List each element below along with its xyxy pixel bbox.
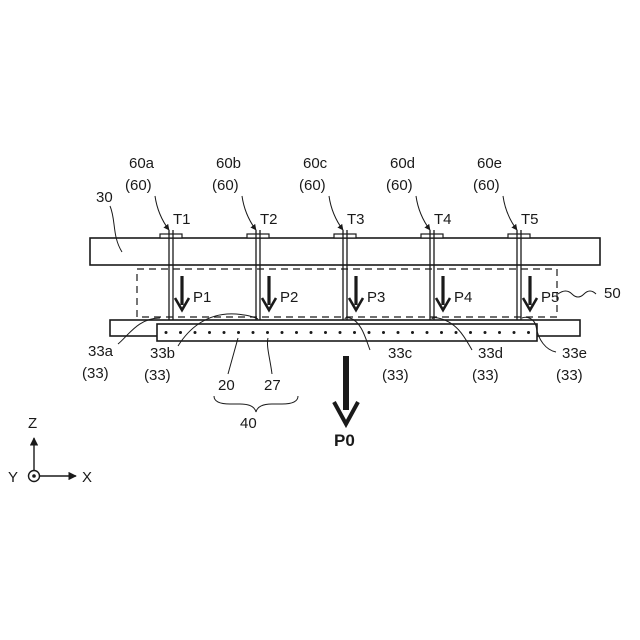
region-50-leader bbox=[558, 291, 596, 297]
terminal-id-label: 60a bbox=[129, 155, 155, 172]
terminal-id-label: 60e bbox=[477, 155, 502, 172]
terminal-cap bbox=[247, 234, 269, 238]
layer-27-dot bbox=[208, 331, 211, 334]
contact-group-label: (33) bbox=[82, 365, 109, 382]
contact-group-label: (33) bbox=[382, 367, 409, 384]
layer-27-dot bbox=[527, 331, 530, 334]
layer-20-leader bbox=[228, 338, 238, 374]
contact-id-label: 33c bbox=[388, 345, 413, 362]
axis-z-label: Z bbox=[28, 415, 37, 432]
layer-27-dot bbox=[237, 331, 240, 334]
layer-20-label: 20 bbox=[218, 377, 235, 394]
layer-27-dot bbox=[295, 331, 298, 334]
terminal-t-label: T3 bbox=[347, 211, 365, 228]
layer-27-dot bbox=[513, 331, 516, 334]
pressure-label: P1 bbox=[193, 289, 211, 306]
assembly-40-bracket bbox=[214, 396, 298, 412]
contact-group-label: (33) bbox=[472, 367, 499, 384]
terminal-cap bbox=[334, 234, 356, 238]
total-pressure-label: P0 bbox=[334, 431, 355, 450]
layer-27-dot bbox=[484, 331, 487, 334]
layer-27-dot bbox=[411, 331, 414, 334]
terminal-t-label: T1 bbox=[173, 211, 191, 228]
layer-27-dot bbox=[223, 331, 226, 334]
layer-27-dot bbox=[368, 331, 371, 334]
layer-27-dot bbox=[397, 331, 400, 334]
board-30 bbox=[90, 238, 600, 265]
terminal-id-label: 60c bbox=[303, 155, 328, 172]
layer-27-dot bbox=[469, 331, 472, 334]
layer-27-dot bbox=[266, 331, 269, 334]
pressure-label: P3 bbox=[367, 289, 385, 306]
layer-27-dot bbox=[281, 331, 284, 334]
terminal-leader-arrow bbox=[503, 196, 517, 230]
terminal-leader-arrow bbox=[329, 196, 343, 230]
layer-27-dot bbox=[179, 331, 182, 334]
contact-group-label: (33) bbox=[556, 367, 583, 384]
terminal-id-label: 60d bbox=[390, 155, 415, 172]
pressure-label: P2 bbox=[280, 289, 298, 306]
layer-27-dot bbox=[440, 331, 443, 334]
terminal-t-label: T5 bbox=[521, 211, 539, 228]
terminal-group-label: (60) bbox=[473, 177, 500, 194]
assembly-40-label: 40 bbox=[240, 415, 257, 432]
pressure-label: P5 bbox=[541, 289, 559, 306]
layer-27-dot bbox=[165, 331, 168, 334]
layer-20-27-strip bbox=[157, 324, 537, 341]
terminal-leader-arrow bbox=[416, 196, 430, 230]
terminal-group-label: (60) bbox=[125, 177, 152, 194]
terminal-t-label: T4 bbox=[434, 211, 452, 228]
terminal-cap bbox=[508, 234, 530, 238]
axis-x-label: X bbox=[82, 469, 92, 486]
layer-27-dot bbox=[310, 331, 313, 334]
total-pressure-arrow bbox=[334, 356, 358, 424]
axis-indicator bbox=[29, 438, 77, 482]
contact-id-label: 33b bbox=[150, 345, 175, 362]
contact-id-label: 33d bbox=[478, 345, 503, 362]
layer-27-dot bbox=[339, 331, 342, 334]
terminal-t-label: T2 bbox=[260, 211, 278, 228]
layer-27-dot bbox=[498, 331, 501, 334]
layer-27-leader bbox=[267, 338, 272, 374]
terminal-leader-arrow bbox=[155, 196, 169, 230]
region-50-label: 50 bbox=[604, 285, 621, 302]
layer-27-dot bbox=[353, 331, 356, 334]
axis-y-label: Y bbox=[8, 469, 18, 486]
terminal-group-label: (60) bbox=[299, 177, 326, 194]
contact-group-label: (33) bbox=[144, 367, 171, 384]
contact-id-label: 33a bbox=[88, 343, 114, 360]
layer-27-dot bbox=[382, 331, 385, 334]
layer-27-dot bbox=[455, 331, 458, 334]
pressure-label: P4 bbox=[454, 289, 472, 306]
layer-27-label: 27 bbox=[264, 377, 281, 394]
terminal-cap bbox=[160, 234, 182, 238]
terminal-id-label: 60b bbox=[216, 155, 241, 172]
terminal-group-label: (60) bbox=[212, 177, 239, 194]
layer-27-dot bbox=[194, 331, 197, 334]
terminal-leader-arrow bbox=[242, 196, 256, 230]
layer-27-dot bbox=[426, 331, 429, 334]
terminal-cap bbox=[421, 234, 443, 238]
layer-27-dot bbox=[252, 331, 255, 334]
contact-id-label: 33e bbox=[562, 345, 587, 362]
terminal-group-label: (60) bbox=[386, 177, 413, 194]
layer-27-dot bbox=[324, 331, 327, 334]
board-30-label: 30 bbox=[96, 189, 113, 206]
